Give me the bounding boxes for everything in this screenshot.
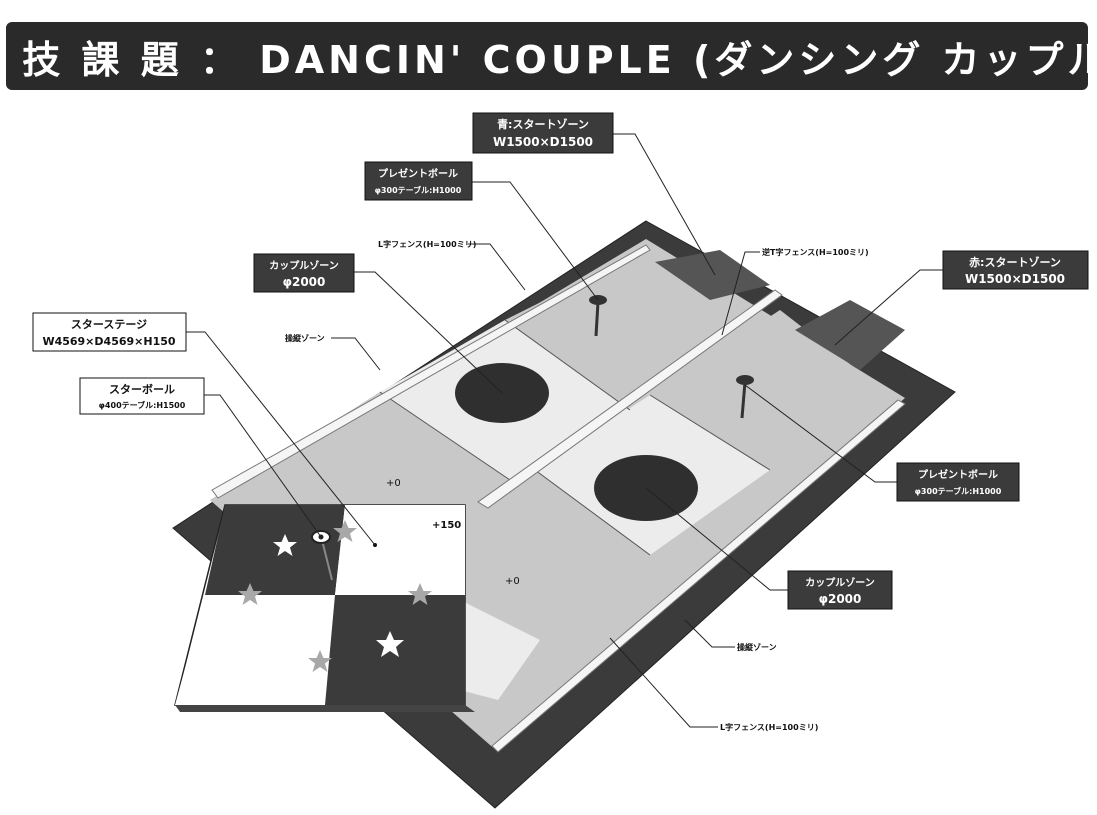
star-icon	[238, 583, 262, 605]
callout-star-pole-box	[79, 377, 205, 415]
lane-divider	[379, 391, 511, 481]
star-icon	[273, 534, 297, 556]
callout-red-start-box	[942, 250, 1089, 290]
leader-line	[613, 133, 716, 276]
leader-line	[744, 384, 897, 483]
leader-line	[331, 337, 381, 371]
leader-line	[186, 331, 376, 546]
height-zero-left: +0	[386, 478, 401, 489]
present-ball-right-label-2: φ300テーブル:H1000	[915, 486, 1002, 496]
height-zero-right: +0	[505, 576, 520, 587]
l-fence-top-label: L字フェンス(H=100ミリ)	[378, 239, 476, 249]
operation-zone-bottom-label: 操縦ゾーン	[737, 642, 777, 652]
present-ball-top-label-1: プレゼントボール	[378, 167, 458, 180]
callout-couple-zone-left-box	[253, 253, 355, 293]
callout-present-ball-top-box	[364, 161, 473, 201]
page-title: 競 技 課 題 ： DANCIN' COUPLE (ダンシング カップル)	[0, 37, 1097, 82]
leader-line	[468, 243, 526, 291]
blue-start-label-1: 青:スタートゾーン	[497, 117, 589, 131]
reverse-t-fence	[477, 289, 783, 509]
star-stage-label-1: スターステージ	[71, 318, 147, 331]
star-icon	[333, 520, 357, 542]
l-fence-top	[211, 244, 651, 499]
height-stage: +150	[432, 520, 461, 531]
leader-line	[354, 271, 503, 394]
blue-start-zone	[655, 250, 770, 300]
present-ball-right	[736, 375, 754, 385]
couple-zone-right-label-2: φ2000	[819, 592, 862, 606]
star-pole-label-1: スターボール	[109, 382, 175, 396]
star-pole-stem	[321, 539, 333, 581]
callout-star-stage-box	[32, 312, 187, 352]
l-fence-right	[491, 399, 906, 753]
present-ball-right-label-1: プレゼントボール	[918, 468, 998, 481]
panel-right-3	[460, 470, 650, 640]
star-stage-label-2: W4569×D4569×H150	[42, 335, 175, 348]
leader-line	[721, 251, 760, 336]
reverse-t-fence-label: 逆T字フェンス(H=100ミリ)	[762, 247, 869, 257]
star-stage-side	[175, 705, 475, 712]
red-start-label-1: 赤:スタートゾーン	[969, 255, 1061, 269]
title-banner: 競 技 課 題 ： DANCIN' COUPLE (ダンシング カップル)	[0, 22, 1097, 90]
callout-couple-zone-right-box	[787, 570, 893, 610]
lane-divider	[504, 319, 631, 411]
star-pole-label-2: φ400テーブル:H1500	[99, 400, 186, 410]
leader-line	[645, 487, 788, 591]
panel-right-4	[460, 600, 540, 700]
panel-left-1	[505, 250, 720, 370]
red-start-zone	[795, 300, 905, 370]
star-icon	[376, 631, 404, 657]
couple-zone-right-label-1: カップルゾーン	[805, 576, 875, 589]
callout-blue-start-box	[472, 112, 614, 154]
leader-line	[834, 269, 943, 346]
leader-line	[204, 394, 322, 538]
leader-line	[609, 637, 718, 728]
leader-line	[472, 181, 599, 301]
stage-tile-light-1	[335, 505, 465, 595]
callout-present-ball-right-box	[896, 462, 1020, 502]
l-fence-bottom-label: L字フェンス(H=100ミリ)	[720, 722, 818, 732]
operation-zone-top-label: 操縦ゾーン	[285, 333, 325, 343]
red-start-label-2: W1500×D1500	[965, 272, 1065, 286]
stage-tile-dark-1	[205, 505, 345, 595]
lane-divider	[649, 394, 771, 471]
lane-divider	[534, 469, 651, 556]
star-icon	[408, 583, 432, 605]
present-ball-pole-right	[740, 381, 747, 419]
blue-start-label-2: W1500×D1500	[493, 135, 593, 149]
couple-zone-left-label-2: φ2000	[283, 275, 326, 289]
star-icon	[308, 650, 332, 672]
leader-line	[684, 619, 735, 648]
stage-tile-light-2	[175, 595, 335, 705]
present-ball-top-label-2: φ300テーブル:H1000	[375, 185, 462, 195]
present-ball-pole-top	[594, 301, 600, 337]
panel-left-3	[210, 392, 510, 540]
couple-zone-left-label-1: カップルゾーン	[269, 259, 339, 272]
